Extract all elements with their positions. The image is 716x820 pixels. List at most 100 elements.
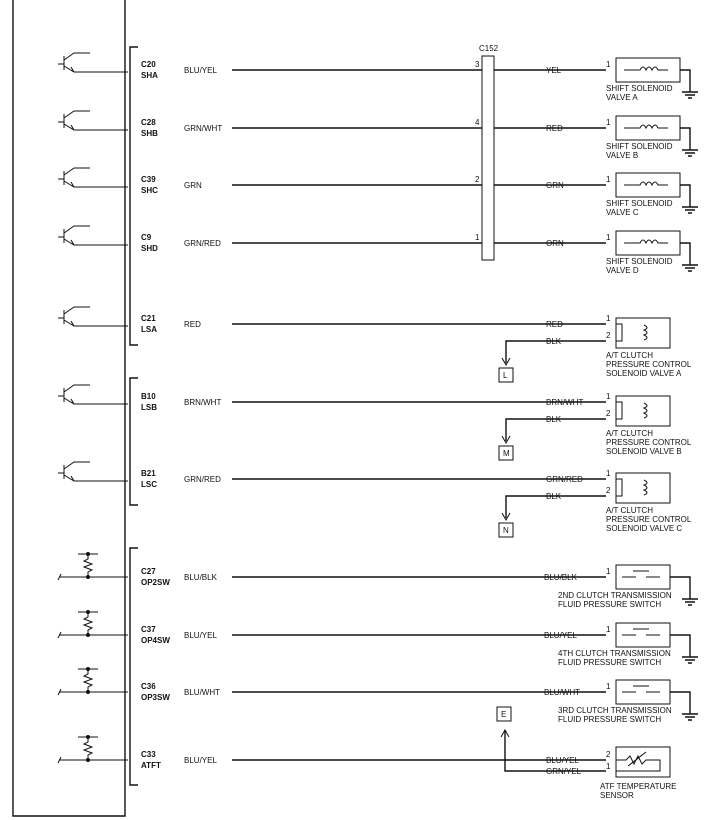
atf-sensor-ref-e-box <box>496 706 512 722</box>
pressure-solenoid-c-ref-n-box <box>498 522 514 538</box>
shift-solenoid-b-ground-icon <box>682 149 698 157</box>
pressure-solenoid-b-pcm-signal: LSB <box>141 403 157 412</box>
pressure-switch-3-device-pin: 1 <box>606 682 611 691</box>
pressure-solenoid-b-device-label-1: PRESSURE CONTROL <box>606 438 692 447</box>
shift-solenoid-c-ground-icon <box>682 206 698 214</box>
shift-solenoid-b-pcm-pin: C28 <box>141 118 156 127</box>
shift-solenoid-a-ground-wire <box>680 69 691 92</box>
pressure-solenoid-a-pin2: 2 <box>606 331 611 340</box>
pressure-switch-3-switch-icon <box>622 685 660 693</box>
shift-solenoid-a-driver <box>58 52 128 73</box>
c152-label: C152 <box>479 44 499 53</box>
shift-solenoid-b-coil-icon <box>624 124 668 130</box>
shift-solenoid-a-pcm-pin: C20 <box>141 60 156 69</box>
pressure-solenoid-c-arrow-icon <box>501 512 511 522</box>
pressure-switch-3-pcm-pin: C36 <box>141 682 156 691</box>
shift-solenoid-b-device-label-0: SHIFT SOLENOID <box>606 142 673 151</box>
pressure-solenoid-b-out-wire-color: BRN/WHT <box>546 398 583 407</box>
pressure-switch-1-pcm-signal: OP2SW <box>141 578 170 587</box>
atf-sensor-ref-e: E <box>501 710 506 719</box>
atf-sensor-out-wire-color: BLU/YEL <box>546 756 579 765</box>
pressure-solenoid-a-pcm-pin: C21 <box>141 314 156 323</box>
pressure-solenoid-a-ground-wire <box>505 340 606 363</box>
shift-solenoid-a-ground-icon <box>682 91 698 99</box>
pressure-solenoid-c-driver <box>58 461 128 482</box>
atf-sensor-arrow-icon <box>500 728 510 738</box>
pressure-solenoid-a-coil-icon <box>616 323 648 342</box>
pressure-switch-3-ground-icon <box>682 713 698 721</box>
pressure-switch-2-ground-icon <box>682 656 698 664</box>
shift-solenoid-a-c152-pin: 3 <box>475 60 480 69</box>
shift-solenoid-a-device-pin: 1 <box>606 60 611 69</box>
pressure-solenoid-a-gnd-wire-color: BLK <box>546 337 562 346</box>
pressure-solenoid-b-ref-m-box <box>498 445 514 461</box>
pressure-solenoid-c-device-label-1: PRESSURE CONTROL <box>606 515 692 524</box>
shift-solenoid-d-driver <box>58 225 128 246</box>
atf-sensor-device-label-0: ATF TEMPERATURE <box>600 782 676 791</box>
pressure-switch-2-device-pin: 1 <box>606 625 611 634</box>
pressure-solenoid-c-device-label-0: A/T CLUTCH <box>606 506 653 515</box>
pressure-switch-2-switch-icon <box>622 628 660 636</box>
pressure-switch-1-wire-color: BLU/BLK <box>184 573 218 582</box>
pressure-switch-2-ground-wire <box>670 634 691 657</box>
shift-solenoid-d-device-label-1: VALVE D <box>606 266 639 275</box>
pressure-switch-2-pullup <box>57 610 128 639</box>
pressure-switch-2-wire-color: BLU/YEL <box>184 631 217 640</box>
pressure-solenoid-b-pin2: 2 <box>606 409 611 418</box>
pressure-solenoid-a-out-wire-color: RED <box>546 320 563 329</box>
shift-solenoid-c-ground-wire <box>680 184 691 207</box>
pressure-switch-3-pullup <box>57 667 128 696</box>
atf-sensor-device-label-1: SENSOR <box>600 791 634 800</box>
pressure-solenoid-b-device-body <box>615 395 671 427</box>
pressure-switch-1-switch-icon <box>622 570 660 578</box>
shift-solenoid-c-c152-pin: 2 <box>475 175 480 184</box>
atf-sensor-wire-color: BLU/YEL <box>184 756 217 765</box>
shift-solenoid-a-out-wire-color: YEL <box>546 66 562 75</box>
pressure-solenoid-b-coil-icon <box>616 401 648 420</box>
shift-solenoid-a-wire-color: BLU/YEL <box>184 66 217 75</box>
pcm-connector-bracket-b <box>129 377 138 506</box>
shift-solenoid-b-device-label-1: VALVE B <box>606 151 638 160</box>
atf-sensor-pullup <box>57 735 128 764</box>
pressure-solenoid-c-pcm-signal: LSC <box>141 480 157 489</box>
shift-solenoid-d-coil-icon <box>624 239 668 245</box>
pressure-solenoid-a-wire-color: RED <box>184 320 201 329</box>
shift-solenoid-b-device-pin: 1 <box>606 118 611 127</box>
shift-solenoid-c-driver <box>58 167 128 188</box>
pressure-solenoid-c-pin2: 2 <box>606 486 611 495</box>
pressure-solenoid-b-ref-m: M <box>503 449 510 458</box>
pressure-switch-1-ground-wire <box>670 576 691 599</box>
pressure-switch-3-device-label-0: 3RD CLUTCH TRANSMISSION <box>558 706 672 715</box>
pressure-solenoid-a-device-body <box>615 317 671 349</box>
shift-solenoid-c-pcm-signal: SHC <box>141 186 158 195</box>
atf-sensor-pin-top: 2 <box>606 750 611 759</box>
pressure-solenoid-a-device-label-1: PRESSURE CONTROL <box>606 360 692 369</box>
pressure-solenoid-a-ref-l: L <box>503 371 508 380</box>
pressure-solenoid-b-arrow-icon <box>501 435 511 445</box>
pressure-switch-3-pcm-signal: OP3SW <box>141 693 170 702</box>
pressure-switch-3-device-label-1: FLUID PRESSURE SWITCH <box>558 715 661 724</box>
shift-solenoid-c-device-pin: 1 <box>606 175 611 184</box>
pressure-solenoid-b-pcm-pin: B10 <box>141 392 156 401</box>
pressure-solenoid-c-ground-wire <box>505 495 606 518</box>
pressure-solenoid-b-gnd-wire-color: BLK <box>546 415 562 424</box>
pressure-solenoid-a-arrow-icon <box>501 357 511 367</box>
pressure-solenoid-b-device-label-0: A/T CLUTCH <box>606 429 653 438</box>
atf-sensor-pcm-pin: C33 <box>141 750 156 759</box>
shift-solenoid-b-c152-pin: 4 <box>475 118 480 127</box>
pressure-solenoid-b-device-label-2: SOLENOID VALVE B <box>606 447 682 456</box>
shift-solenoid-a-pcm-signal: SHA <box>141 71 158 80</box>
pressure-solenoid-c-device-body <box>615 472 671 504</box>
pressure-switch-1-device-pin: 1 <box>606 567 611 576</box>
shift-solenoid-d-c152-pin: 1 <box>475 233 480 242</box>
pcm-connector-bracket-c1 <box>129 46 138 346</box>
pressure-switch-2-out-wire-color: BLU/YEL <box>544 631 577 640</box>
shift-solenoid-a-device-label-1: VALVE A <box>606 93 638 102</box>
atf-sensor-pin-bot: 1 <box>606 762 611 771</box>
shift-solenoid-c-coil-icon <box>624 181 668 187</box>
pressure-solenoid-a-ref-l-box <box>498 367 514 383</box>
pressure-switch-1-device-label-0: 2ND CLUTCH TRANSMISSION <box>558 591 672 600</box>
atf-sensor-ret-wire-color: GRN/YEL <box>546 767 582 776</box>
pressure-solenoid-a-pcm-signal: LSA <box>141 325 157 334</box>
